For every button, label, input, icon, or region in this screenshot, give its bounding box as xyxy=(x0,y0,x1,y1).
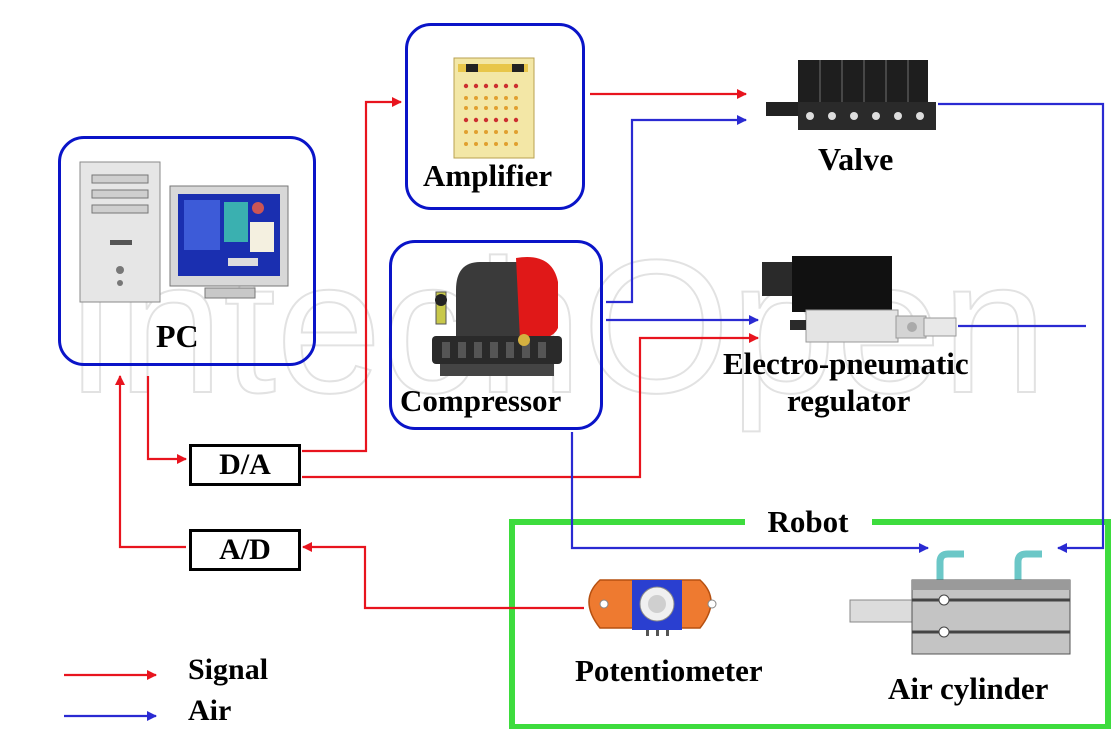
da-to-amplifier-signal xyxy=(302,97,402,453)
robot-label: Robot xyxy=(748,503,868,543)
ad-converter: A/D xyxy=(189,529,301,571)
regulator-label-line1: Electro-pneumatic xyxy=(723,346,969,381)
compressor-illustration xyxy=(432,257,562,376)
potentiometer-illustration xyxy=(588,579,717,636)
regulator-label-line2: regulator xyxy=(787,383,911,418)
potentiometer-label: Potentiometer xyxy=(575,653,763,688)
air-cylinder-illustration xyxy=(849,550,1071,655)
ad-to-pc-signal xyxy=(115,375,186,549)
robot-frame xyxy=(509,519,1111,729)
amplifier-box xyxy=(405,23,585,210)
compressor-to-cylinder-air xyxy=(570,432,929,553)
pc-label: PC xyxy=(156,318,199,354)
pc-to-da-signal xyxy=(146,376,187,464)
pc-box xyxy=(58,136,316,366)
da-converter: D/A xyxy=(189,444,301,486)
legend-signal-label: Signal xyxy=(188,653,269,686)
compressor-body xyxy=(456,262,520,336)
valve-illustration xyxy=(766,60,936,130)
pc-tower xyxy=(79,161,161,303)
signal-lines xyxy=(115,89,759,610)
valve-label: Valve xyxy=(818,141,894,177)
cylinder-body xyxy=(911,579,1071,655)
regulator-illustration xyxy=(762,256,957,343)
valve-to-cylinder-air xyxy=(938,102,1105,553)
valve-manifold xyxy=(798,102,936,130)
compressor-to-valve-air xyxy=(606,115,747,304)
cylinder-rod xyxy=(849,599,915,623)
regulator-valve xyxy=(805,309,899,343)
da-to-regulator-signal xyxy=(302,333,759,479)
compressor-tank xyxy=(516,257,558,341)
regulator-body xyxy=(792,256,892,312)
compressor-label: Compressor xyxy=(400,383,562,418)
air-lines xyxy=(570,102,1105,553)
amplifier-illustration xyxy=(453,57,535,159)
air-cylinder-label: Air cylinder xyxy=(888,671,1049,706)
legend-air-label: Air xyxy=(188,694,232,727)
compressor-box xyxy=(389,240,603,430)
pc-illustration xyxy=(79,161,289,303)
potentiometer-to-ad-signal xyxy=(302,542,584,610)
amplifier-label: Amplifier xyxy=(423,158,553,193)
legend xyxy=(64,670,157,721)
